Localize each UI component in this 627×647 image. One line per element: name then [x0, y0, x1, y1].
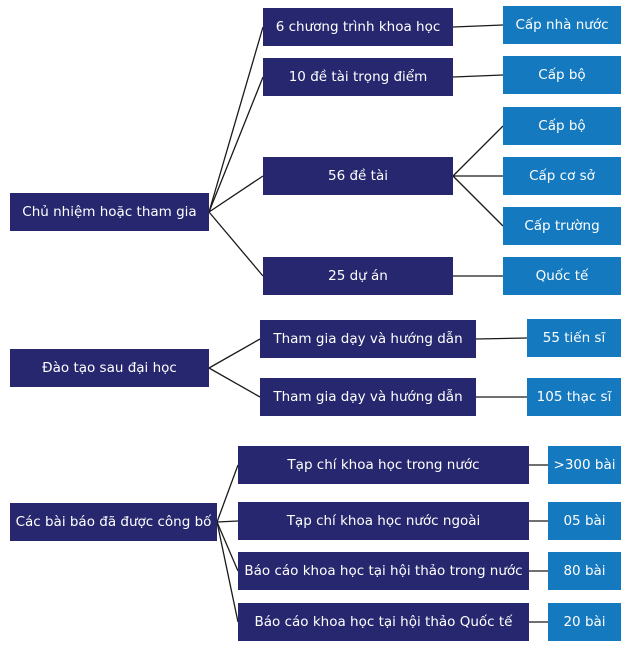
result-05-bai: 05 bài	[548, 502, 621, 540]
item-hoi-thao-trong-nuoc: Báo cáo khoa học tại hội thảo trong nước	[238, 552, 529, 590]
result-55-tien-si: 55 tiến sĩ	[527, 319, 621, 357]
connector-line	[216, 520, 239, 523]
item-tap-chi-trong-nuoc: Tạp chí khoa học trong nước	[238, 446, 529, 484]
connector-line	[452, 24, 504, 28]
result-300-bai: >300 bài	[548, 446, 621, 484]
item-tham-gia-1: Tham gia dạy và hướng dẫn	[260, 320, 476, 358]
connector-line	[208, 367, 261, 398]
result-cap-nha-nuoc: Cấp nhà nước	[503, 6, 621, 44]
connector-line	[475, 337, 528, 340]
result-quoc-te: Quốc tế	[503, 257, 621, 295]
result-cap-bo-2: Cấp bộ	[503, 107, 621, 145]
connector-line	[216, 464, 239, 523]
connector-line	[208, 26, 264, 213]
connector-line	[208, 76, 264, 213]
result-105-thac-si: 105 thạc sĩ	[527, 378, 621, 416]
result-80-bai: 80 bài	[548, 552, 621, 590]
root-chu-nhiem: Chủ nhiệm hoặc tham gia	[10, 193, 209, 231]
connector-line	[208, 175, 264, 213]
item-tham-gia-2: Tham gia dạy và hướng dẫn	[260, 378, 476, 416]
item-6-chuong-trinh: 6 chương trình khoa học	[263, 8, 453, 46]
connector-line	[452, 74, 504, 78]
connector-line	[208, 338, 261, 369]
root-cac-bai-bao: Các bài báo đã được công bố	[10, 503, 217, 541]
item-56-de-tai: 56 đề tài	[263, 157, 453, 195]
root-dao-tao: Đào tạo sau đại học	[10, 349, 209, 387]
connector-line	[452, 175, 504, 227]
result-cap-bo-1: Cấp bộ	[503, 56, 621, 94]
connector-line	[208, 211, 264, 277]
connector-line	[452, 125, 504, 177]
result-20-bai: 20 bài	[548, 603, 621, 641]
item-10-de-tai: 10 đề tài trọng điểm	[263, 58, 453, 96]
item-tap-chi-nuoc-ngoai: Tạp chí khoa học nước ngoài	[238, 502, 529, 540]
connector-line	[216, 521, 239, 623]
item-hoi-thao-quoc-te: Báo cáo khoa học tại hội thảo Quốc tế	[238, 603, 529, 641]
result-cap-truong: Cấp trường	[503, 207, 621, 245]
connector-line	[216, 521, 239, 572]
result-cap-co-so: Cấp cơ sở	[503, 157, 621, 195]
item-25-du-an: 25 dự án	[263, 257, 453, 295]
